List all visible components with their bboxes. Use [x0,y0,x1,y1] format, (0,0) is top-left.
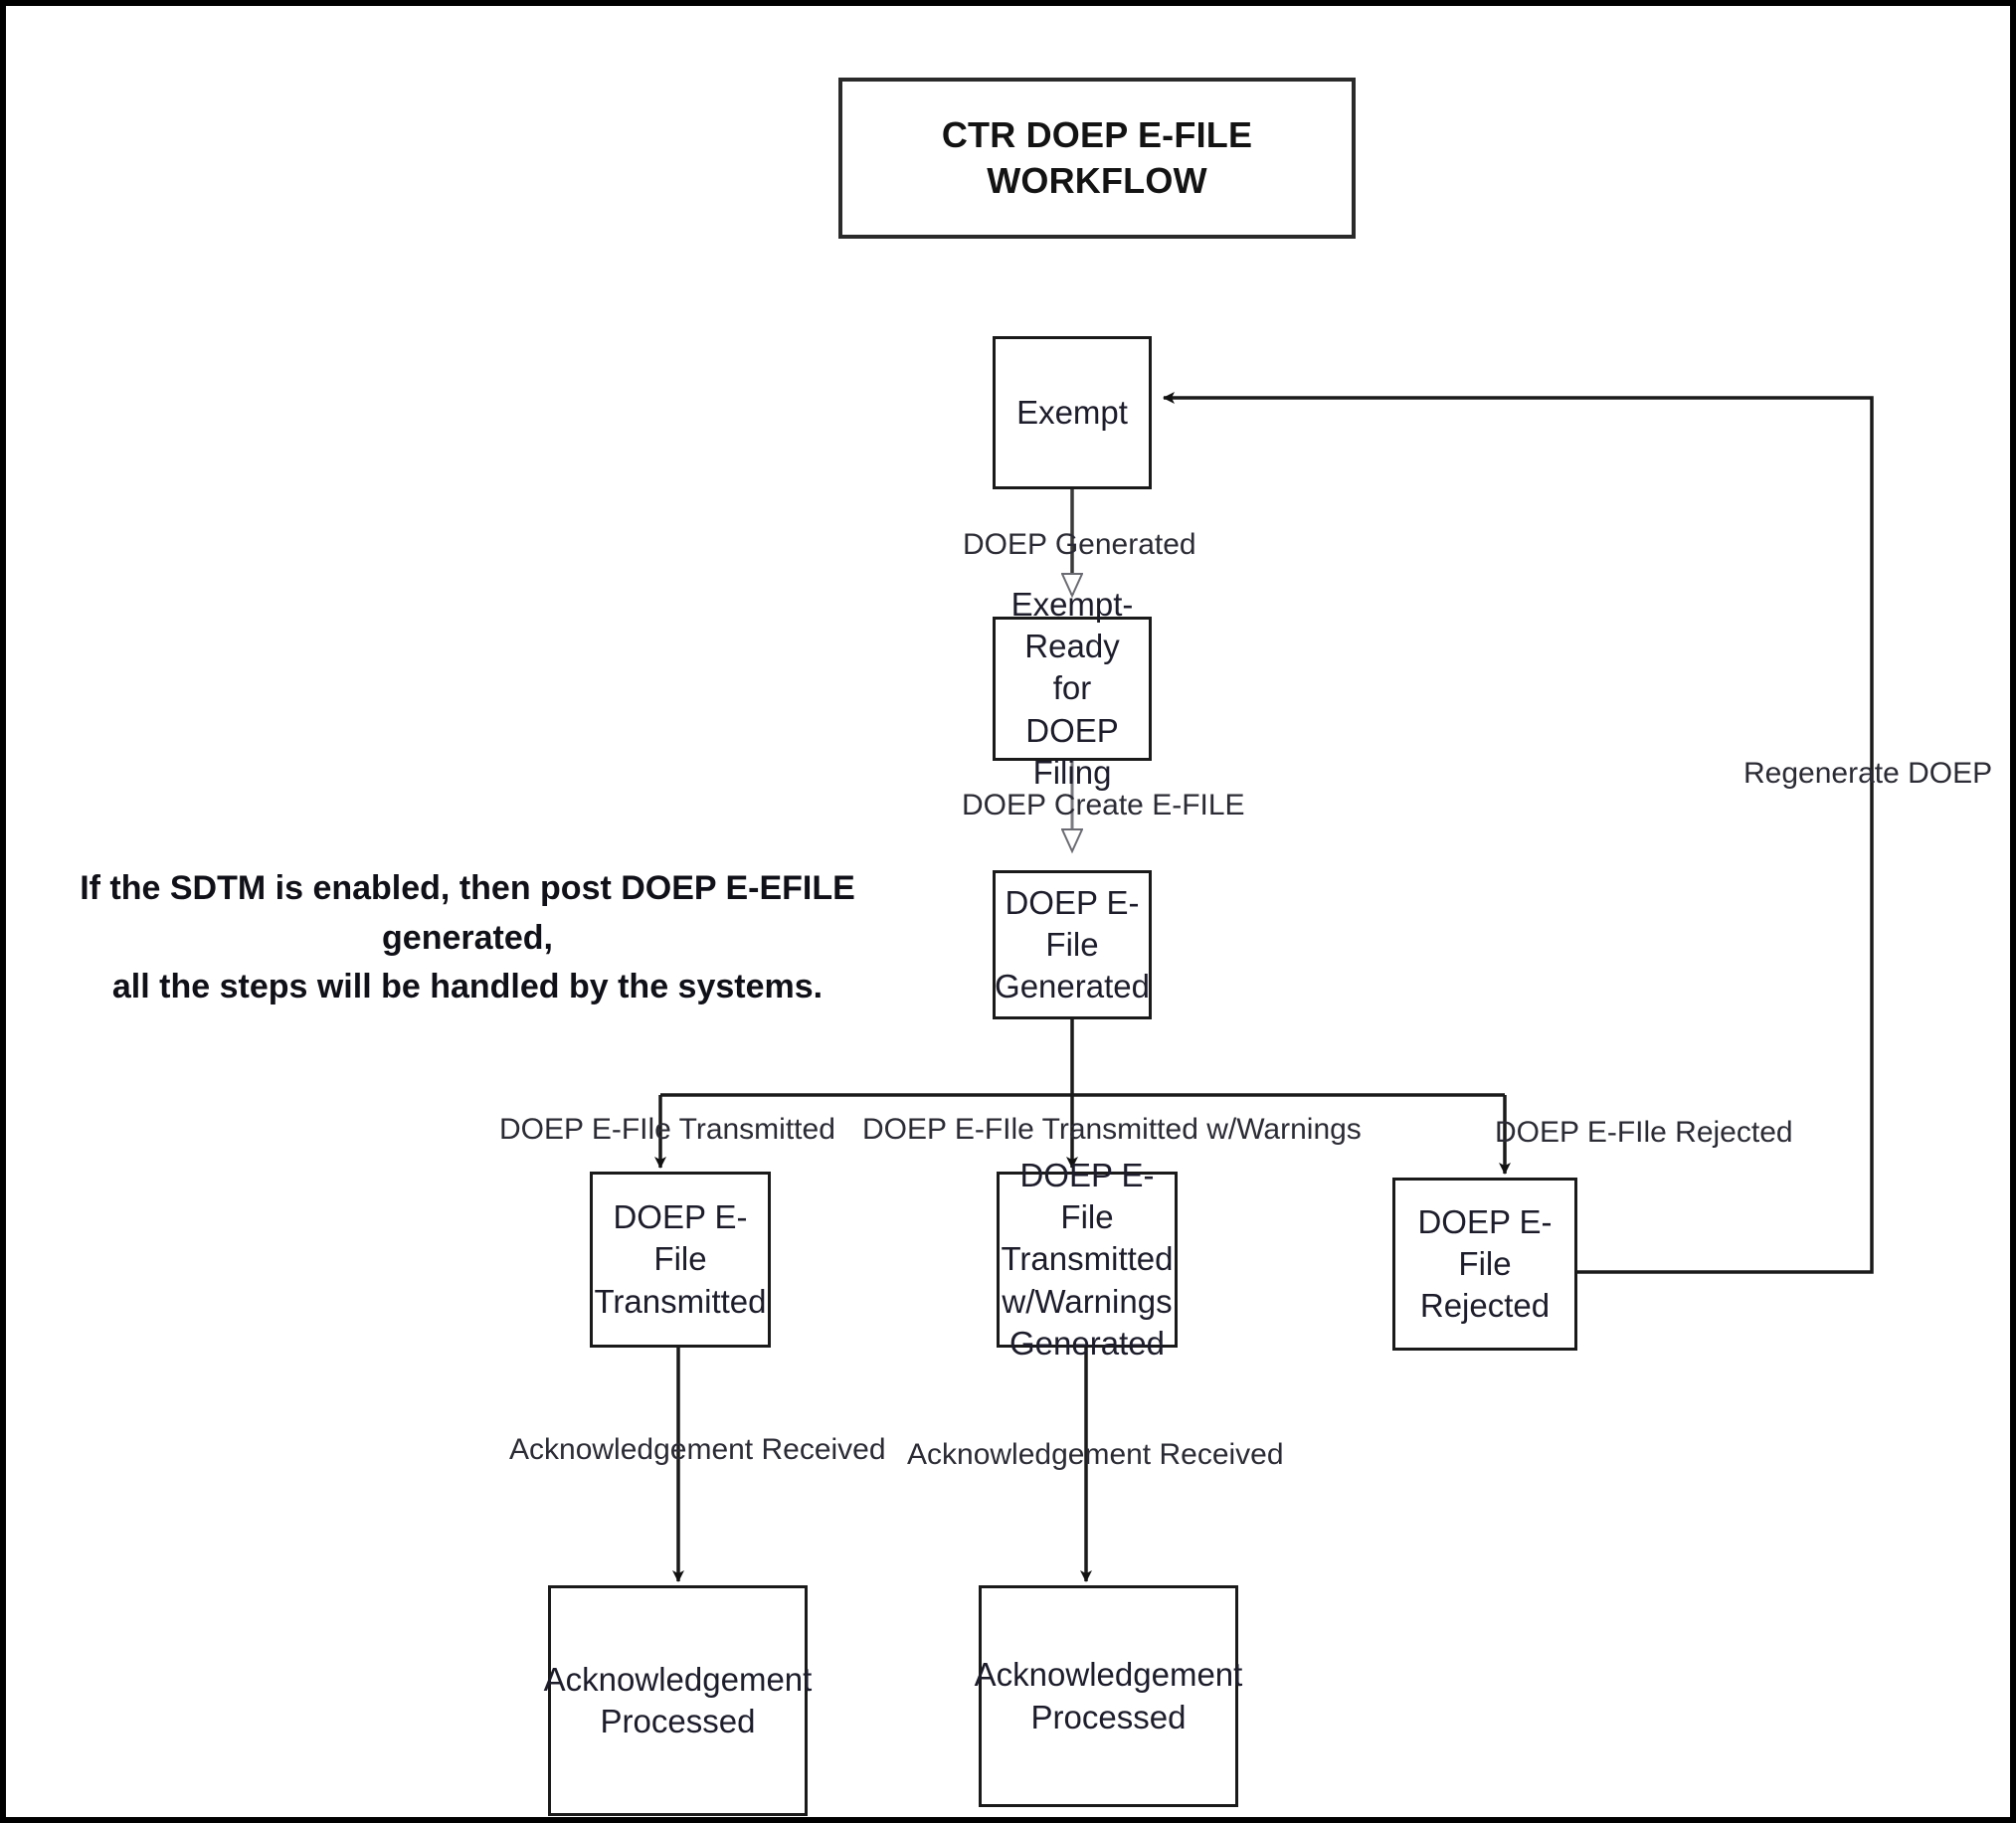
edge-label-doep-generated: DOEP Generated [963,528,1196,561]
node-doep-efile-transmitted-warnings[interactable]: DOEP E-File Transmitted w/Warnings Gener… [997,1157,1178,1362]
node-doep-efile-transmitted-label: DOEP E-File Transmitted [594,1198,767,1320]
edge-label-regenerate-doep: Regenerate DOEP [1743,757,1993,790]
edge-label-branch-transmitted-warnings: DOEP E-FIle Transmitted w/Warnings [862,1113,1362,1146]
node-acknowledgement-processed-right[interactable]: Acknowledgement Processed [975,1585,1242,1807]
node-acknowledgement-processed-left[interactable]: Acknowledgement Processed [544,1585,812,1816]
node-acknowledgement-processed-right-label: Acknowledgement Processed [974,1656,1243,1735]
edge-label-acknowledgement-received-right: Acknowledgement Received [907,1438,1284,1471]
node-doep-efile-generated[interactable]: DOEP E- File Generated [993,870,1152,1019]
node-doep-efile-rejected-label: DOEP E-File Rejected [1417,1202,1553,1325]
node-exempt-label: Exempt [1016,393,1128,431]
edge-label-branch-transmitted: DOEP E-FIle Transmitted [499,1113,835,1146]
sdtm-note-text: If the SDTM is enabled, then post DOEP E… [80,869,855,1005]
node-exempt[interactable]: Exempt [993,336,1152,489]
edge-label-doep-create-efile: DOEP Create E-FILE [962,789,1245,821]
node-doep-efile-generated-label: DOEP E- File Generated [995,883,1150,1005]
node-doep-efile-transmitted[interactable]: DOEP E-File Transmitted [590,1172,771,1348]
sdtm-note: If the SDTM is enabled, then post DOEP E… [40,816,895,1011]
node-doep-efile-transmitted-warnings-label: DOEP E-File Transmitted w/Warnings Gener… [1001,1156,1174,1362]
edge-label-branch-rejected: DOEP E-FIle Rejected [1495,1116,1793,1149]
diagram-title-box: CTR DOEP E-FILE WORKFLOW [838,78,1356,239]
node-exempt-ready-label: Exempt- Ready for DOEP Filing [1010,585,1134,791]
node-doep-efile-rejected[interactable]: DOEP E-File Rejected [1392,1178,1577,1351]
node-exempt-ready-for-doep-filing[interactable]: Exempt- Ready for DOEP Filing [993,586,1152,791]
edge-label-acknowledgement-received-left: Acknowledgement Received [509,1433,886,1466]
page-title: CTR DOEP E-FILE WORKFLOW [941,113,1253,201]
node-acknowledgement-processed-left-label: Acknowledgement Processed [543,1660,813,1739]
